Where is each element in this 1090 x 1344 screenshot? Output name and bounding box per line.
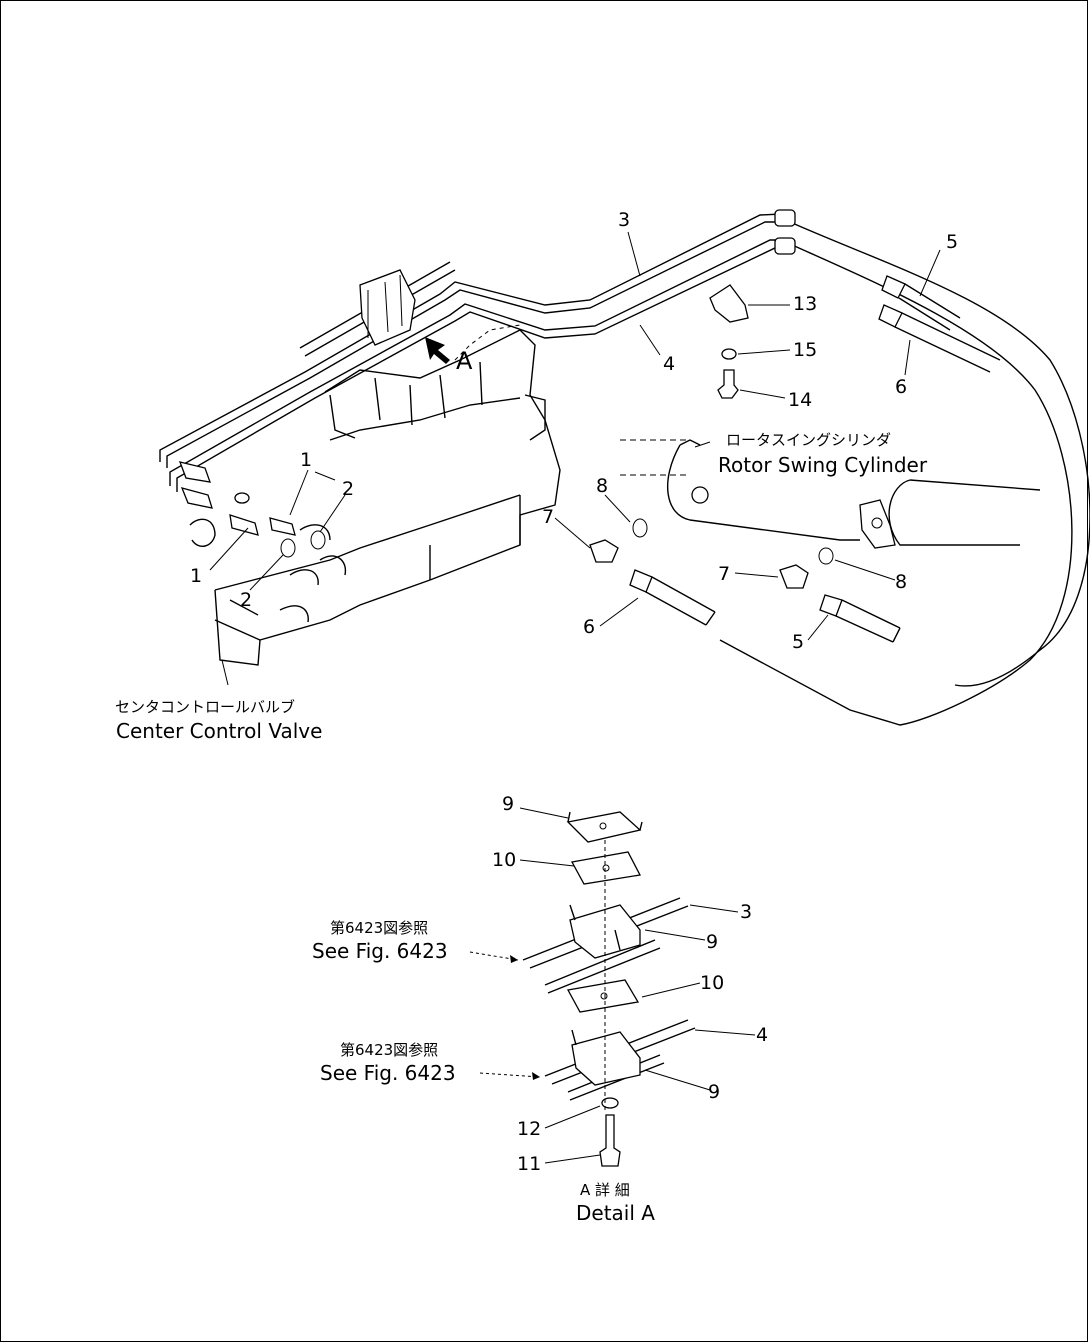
detail-a-arrow: [425, 324, 521, 364]
see-fig-jp-lower: 第6423図参照: [340, 1041, 438, 1059]
callout-8-left: 8: [596, 475, 608, 497]
callout-3: 3: [618, 209, 630, 231]
callout-4: 4: [663, 353, 675, 375]
rotor-swing-cylinder: [620, 439, 1041, 549]
detail-callout-9-top: 9: [502, 793, 514, 815]
lower-fittings: [589, 518, 901, 643]
detail-callout-10-mid: 10: [700, 972, 724, 994]
detail-callout-10-top: 10: [492, 849, 516, 871]
detail-callout-12: 12: [517, 1118, 541, 1140]
elbow-fittings-top: [774, 209, 796, 255]
detail-callout-3: 3: [740, 901, 752, 923]
callout-1-lower: 1: [190, 565, 202, 587]
callout-7-right: 7: [718, 563, 730, 585]
callout-8-right: 8: [895, 571, 907, 593]
center-control-valve-body: [214, 329, 561, 666]
detail-callout-9-mid: 9: [706, 931, 718, 953]
callout-5-lower: 5: [792, 631, 804, 653]
detail-callout-11: 11: [517, 1153, 541, 1175]
rotor-swing-cylinder-en: Rotor Swing Cylinder: [718, 453, 928, 477]
callout-14: 14: [788, 389, 812, 411]
detail-callout-4: 4: [756, 1024, 768, 1046]
flexible-hoses: [719, 221, 1090, 726]
callout-6-lower: 6: [583, 616, 595, 638]
center-control-valve-jp: センタコントロールバルブ: [115, 698, 295, 716]
tube-clamp-upper: [359, 269, 416, 346]
callout-2-lower: 2: [240, 589, 252, 611]
clamp-parts-13-14-15: [709, 284, 749, 399]
callout-5-upper: 5: [946, 231, 958, 253]
detail-callout-9-low: 9: [708, 1081, 720, 1103]
detail-a-title-en: Detail A: [576, 1201, 655, 1225]
detail-a-marker: A: [456, 347, 473, 375]
center-control-valve-en: Center Control Valve: [116, 719, 322, 743]
callout-15: 15: [793, 339, 817, 361]
callout-6-upper: 6: [895, 376, 907, 398]
detail-a-assembly: [522, 811, 696, 1167]
detail-a-title-jp: A 詳 細: [580, 1181, 630, 1199]
callout-2-upper: 2: [342, 478, 354, 500]
callout-leaders-main: [209, 231, 941, 686]
see-fig-en-upper: See Fig. 6423: [312, 939, 448, 963]
valve-fittings: [178, 461, 326, 558]
callout-13: 13: [793, 293, 817, 315]
see-fig-en-lower: See Fig. 6423: [320, 1061, 456, 1085]
see-fig-jp-upper: 第6423図参照: [330, 919, 428, 937]
rotor-swing-cylinder-jp: ロータスイングシリンダ: [726, 431, 891, 449]
callout-7-left: 7: [542, 506, 554, 528]
callout-1-upper: 1: [300, 449, 312, 471]
callout-leaders-detail: [469, 807, 756, 1164]
